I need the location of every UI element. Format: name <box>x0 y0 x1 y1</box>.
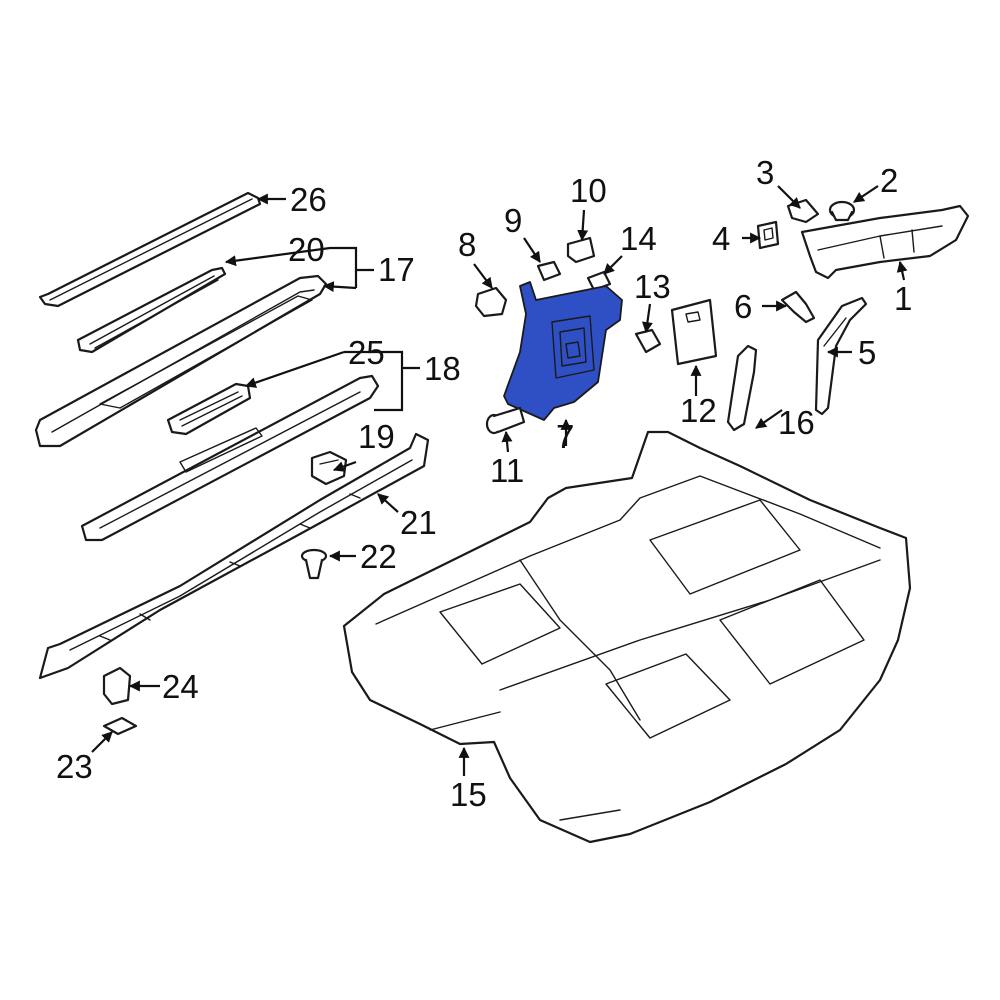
part-13-clip[interactable] <box>634 328 662 354</box>
callout-6: 6 <box>734 288 752 325</box>
callout-10: 10 <box>570 172 607 209</box>
part-26-sill-strip[interactable] <box>38 191 262 308</box>
part-9-nut[interactable] <box>536 260 562 282</box>
part-6-retainer[interactable] <box>780 290 816 324</box>
callout-12: 12 <box>680 392 717 429</box>
part-4-pad[interactable] <box>756 220 780 250</box>
callout-5: 5 <box>858 334 876 371</box>
callout-21: 21 <box>400 504 437 541</box>
callout-14: 14 <box>620 220 657 257</box>
part-21-rocker-rail[interactable] <box>38 432 430 680</box>
part-20-scuff-plate[interactable] <box>76 266 227 354</box>
part-8-clip[interactable] <box>474 286 508 318</box>
part-16-trim-strip[interactable] <box>726 344 758 432</box>
part-11-push-pin[interactable] <box>485 406 526 435</box>
callout-26: 26 <box>290 181 327 218</box>
part-18-lower-sill-panel[interactable] <box>80 374 380 542</box>
callout-1: 1 <box>894 280 912 317</box>
callout-16: 16 <box>778 404 815 441</box>
part-12-sheet-pad[interactable] <box>670 298 718 366</box>
callout-17: 17 <box>378 251 415 288</box>
part-15-floor-carpet[interactable] <box>342 430 912 844</box>
part-7-trim-panel-highlighted[interactable] <box>503 281 623 421</box>
part-23-pad[interactable] <box>102 716 138 736</box>
part-19-clip[interactable] <box>310 450 348 486</box>
leader-lines <box>91 185 908 776</box>
callout-25: 25 <box>348 334 385 371</box>
callout-23: 23 <box>56 748 93 785</box>
callout-15: 15 <box>450 776 487 813</box>
callout-20: 20 <box>288 231 325 268</box>
callout-24: 24 <box>162 668 199 705</box>
part-3-clip[interactable] <box>786 198 820 224</box>
callout-11: 11 <box>490 452 524 489</box>
callout-3: 3 <box>756 154 774 191</box>
callout-18: 18 <box>424 350 461 387</box>
callout-4: 4 <box>712 220 730 257</box>
part-24-bracket[interactable] <box>102 666 132 706</box>
callout-8: 8 <box>458 226 476 263</box>
callout-13: 13 <box>634 268 671 305</box>
part-5-pillar-trim[interactable] <box>814 296 868 416</box>
callout-22: 22 <box>360 538 397 575</box>
part-1-rear-upper-trim[interactable] <box>800 204 970 280</box>
callout-2: 2 <box>880 162 898 199</box>
callout-19: 19 <box>358 418 395 455</box>
part-10-clip[interactable] <box>566 236 596 264</box>
part-25-switch-bezel[interactable] <box>166 382 252 436</box>
callout-labels: 26 20 17 25 18 19 21 22 24 23 8 9 10 14 … <box>56 154 912 813</box>
part-22-grommet[interactable] <box>300 548 328 580</box>
callout-7: 7 <box>556 418 574 455</box>
part-2-grommet[interactable] <box>828 200 856 222</box>
callout-9: 9 <box>504 202 522 239</box>
